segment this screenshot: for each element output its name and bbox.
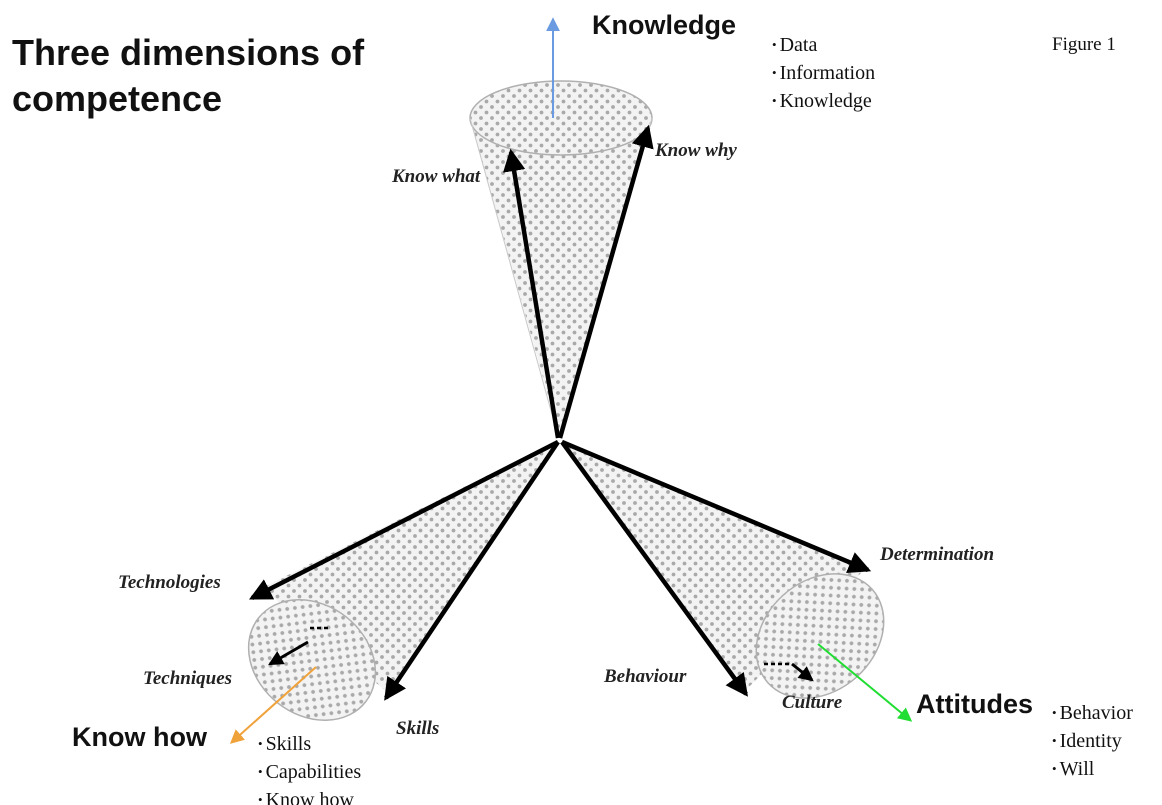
diagram-title: Three dimensions of competence: [12, 32, 365, 119]
list-item: Data: [772, 32, 875, 60]
list-item: Know how: [258, 787, 361, 805]
skills-label: Skills: [396, 718, 440, 739]
determination-edge: [561, 439, 872, 573]
attitudes-cone: [560, 439, 913, 722]
know-what-edge: [503, 148, 561, 439]
attitudes-heading: Attitudes: [916, 689, 1033, 719]
knowhow-heading: Know how: [72, 722, 207, 752]
list-item: Will: [1052, 756, 1133, 784]
know-what-label: Know what: [392, 166, 481, 187]
determination-label: Determination: [880, 544, 995, 565]
technologies-edge: [248, 439, 560, 601]
culture-label: Culture: [782, 692, 843, 713]
knowledge-item-list: Data Information Knowledge: [772, 32, 876, 116]
skills-edge: [384, 440, 560, 701]
technologies-label: Technologies: [118, 572, 221, 593]
culture-arrow: [791, 662, 814, 682]
list-item: Identity: [1052, 728, 1133, 756]
list-item: Skills: [258, 731, 361, 759]
knowledge-cone: [469, 17, 654, 439]
behaviour-edge: [560, 440, 748, 697]
behaviour-label: Behaviour: [604, 666, 687, 687]
attitudes-item-list: Behavior Identity Will: [1052, 700, 1133, 784]
figure-label: Figure 1: [1052, 34, 1116, 55]
know-why-edge: [557, 124, 654, 439]
list-item: Capabilities: [258, 759, 362, 787]
attitudes-axis-arrow: [817, 643, 913, 722]
techniques-label: Techniques: [143, 668, 233, 689]
list-item: Knowledge: [772, 88, 875, 116]
knowledge-heading: Knowledge: [592, 10, 737, 40]
knowhow-axis-arrow: [229, 666, 317, 744]
know-why-label: Know why: [655, 140, 737, 161]
techniques-arrow: [268, 640, 309, 666]
knowhow-item-list: Skills Capabilities Know how: [258, 731, 362, 805]
list-item: Information: [772, 60, 876, 88]
knowhow-cone: [229, 439, 560, 744]
list-item: Behavior: [1052, 700, 1133, 728]
